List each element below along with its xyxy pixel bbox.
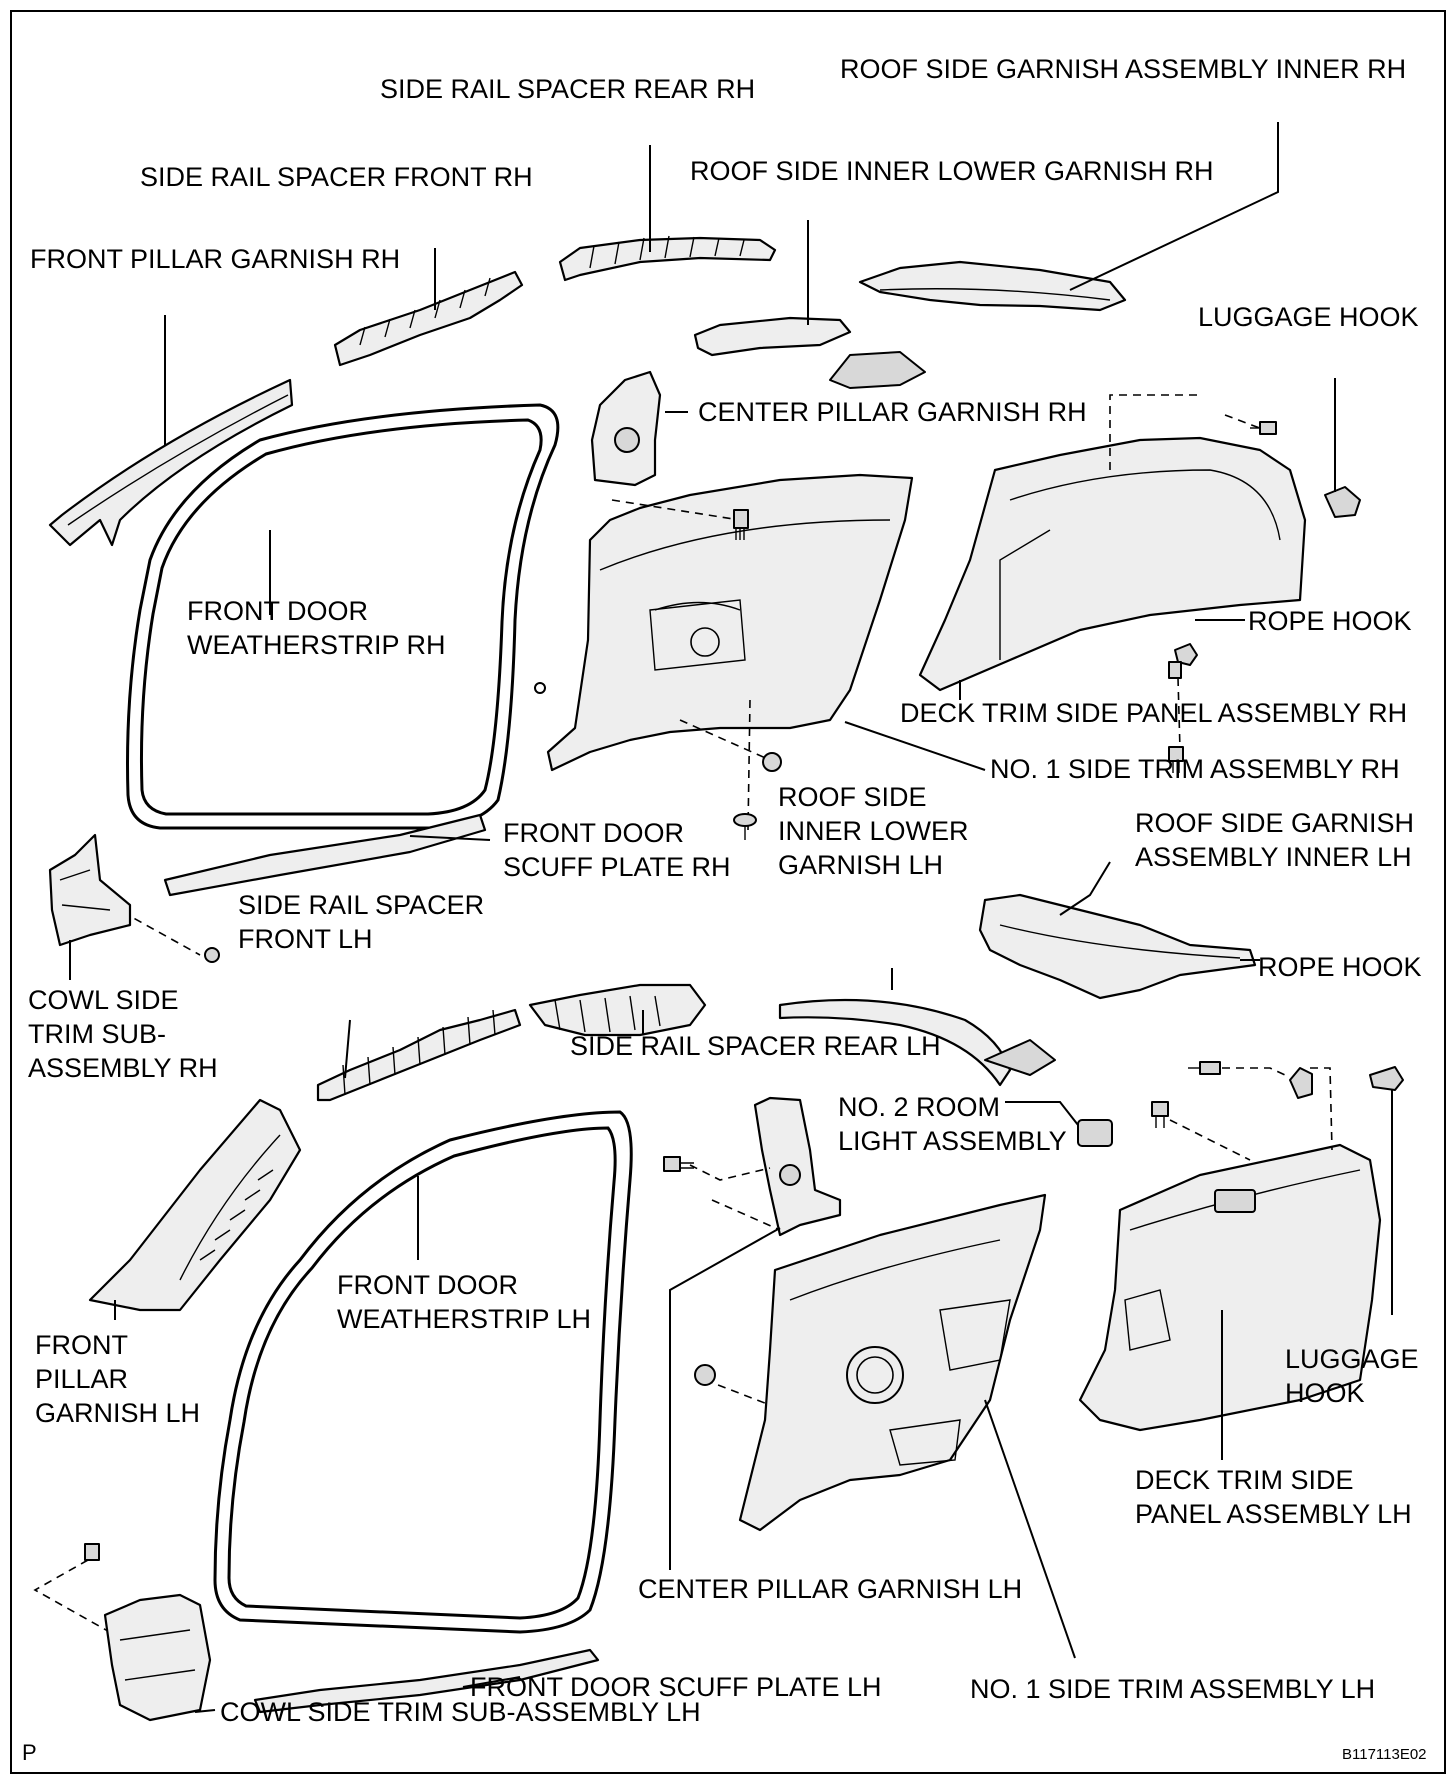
center-pillar-garnish-rh-part [590,370,662,487]
label-roof-side-garnish-assembly-inner-lh: ROOF SIDE GARNISH ASSEMBLY INNER LH [1135,808,1415,872]
label-rope-hook-lh: ROPE HOOK [1258,952,1422,982]
label-side-rail-spacer-front-lh: SIDE RAIL SPACER FRONT LH [238,890,485,954]
no1-side-trim-assembly-lh-part [738,1193,1047,1532]
front-door-scuff-plate-lh-part [253,1648,600,1714]
label-luggage-hook-rh: LUGGAGE HOOK [1198,302,1419,332]
roof-side-garnish-assembly-inner-lh-part [978,893,1257,1000]
label-roof-side-inner-lower-garnish-lh: ROOF SIDE INNER LOWER GARNISH LH [778,782,969,880]
label-roof-side-inner-lower-garnish-rh: ROOF SIDE INNER LOWER GARNISH RH [690,156,1214,186]
side-rail-spacer-front-rh-part [333,270,524,367]
label-no1-side-trim-assembly-lh: NO. 1 SIDE TRIM ASSEMBLY LH [970,1674,1376,1704]
label-side-rail-spacer-rear-rh: SIDE RAIL SPACER REAR RH [380,74,756,104]
label-luggage-hook-lh: LUGGAGE HOOK [1285,1344,1419,1408]
label-front-door-scuff-plate-lh: FRONT DOOR SCUFF PLATE LH [470,1672,882,1702]
lh-fasteners [33,1061,1404,1636]
label-cowl-side-trim-sub-assembly-rh: COWL SIDE TRIM SUB- ASSEMBLY RH [28,985,218,1083]
side-rail-spacer-rear-rh-part [558,235,777,282]
label-no2-room-light-assembly: NO. 2 ROOM LIGHT ASSEMBLY [838,1092,1067,1156]
front-pillar-garnish-lh-part [88,1098,302,1312]
label-front-door-scuff-plate-rh: FRONT DOOR SCUFF PLATE RH [503,818,731,882]
label-side-rail-spacer-front-rh: SIDE RAIL SPACER FRONT RH [140,162,533,192]
roof-side-garnish-assembly-inner-rh-part [858,260,1127,312]
front-door-weatherstrip-lh-part [213,1110,633,1634]
label-center-pillar-garnish-rh: CENTER PILLAR GARNISH RH [698,397,1087,427]
no2-room-light-assembly-part [1077,1119,1113,1147]
cowl-side-trim-sub-assembly-rh-part [48,833,132,947]
label-no1-side-trim-assembly-rh: NO. 1 SIDE TRIM ASSEMBLY RH [990,754,1400,784]
cowl-side-trim-sub-assembly-lh-part [103,1593,212,1722]
label-front-door-weatherstrip-lh: FRONT DOOR WEATHERSTRIP LH [337,1270,592,1334]
label-front-pillar-garnish-lh: FRONT PILLAR GARNISH LH [35,1330,201,1428]
label-side-rail-spacer-rear-lh: SIDE RAIL SPACER REAR LH [570,1031,941,1061]
side-rail-spacer-front-lh-part [316,1008,522,1102]
no1-side-trim-assembly-rh-part [546,473,914,772]
side-rail-spacer-rear-lh-part [528,983,707,1037]
figure-code: B117113E02 [1342,1746,1427,1763]
label-front-door-weatherstrip-rh: FRONT DOOR WEATHERSTRIP RH [187,596,446,660]
leader-lines [69,122,1393,1713]
label-roof-side-garnish-assembly-inner-rh: ROOF SIDE GARNISH ASSEMBLY INNER RH [840,54,1407,84]
roof-side-inner-lower-garnish-rh-part [693,316,926,389]
corner-letter: P [22,1740,37,1765]
front-door-weatherstrip-rh-part [126,403,560,830]
roof-side-inner-lower-garnish-lh-part [778,998,1056,1087]
label-rope-hook-rh: ROPE HOOK [1248,606,1412,636]
label-deck-trim-side-panel-assembly-rh: DECK TRIM SIDE PANEL ASSEMBLY RH [900,698,1408,728]
label-center-pillar-garnish-lh: CENTER PILLAR GARNISH LH [638,1574,1023,1604]
diagram-frame [10,10,1446,1774]
center-pillar-garnish-lh-part [753,1096,842,1237]
deck-trim-side-panel-assembly-lh-part [1078,1143,1382,1432]
front-door-scuff-plate-rh-part [163,813,487,897]
label-front-pillar-garnish-rh: FRONT PILLAR GARNISH RH [30,244,401,274]
label-cowl-side-trim-sub-assembly-lh: COWL SIDE TRIM SUB-ASSEMBLY LH [220,1697,701,1727]
front-pillar-garnish-rh-part [48,378,294,547]
deck-trim-side-panel-assembly-rh-part [918,394,1307,692]
label-deck-trim-side-panel-assembly-lh: DECK TRIM SIDE PANEL ASSEMBLY LH [1135,1465,1412,1529]
